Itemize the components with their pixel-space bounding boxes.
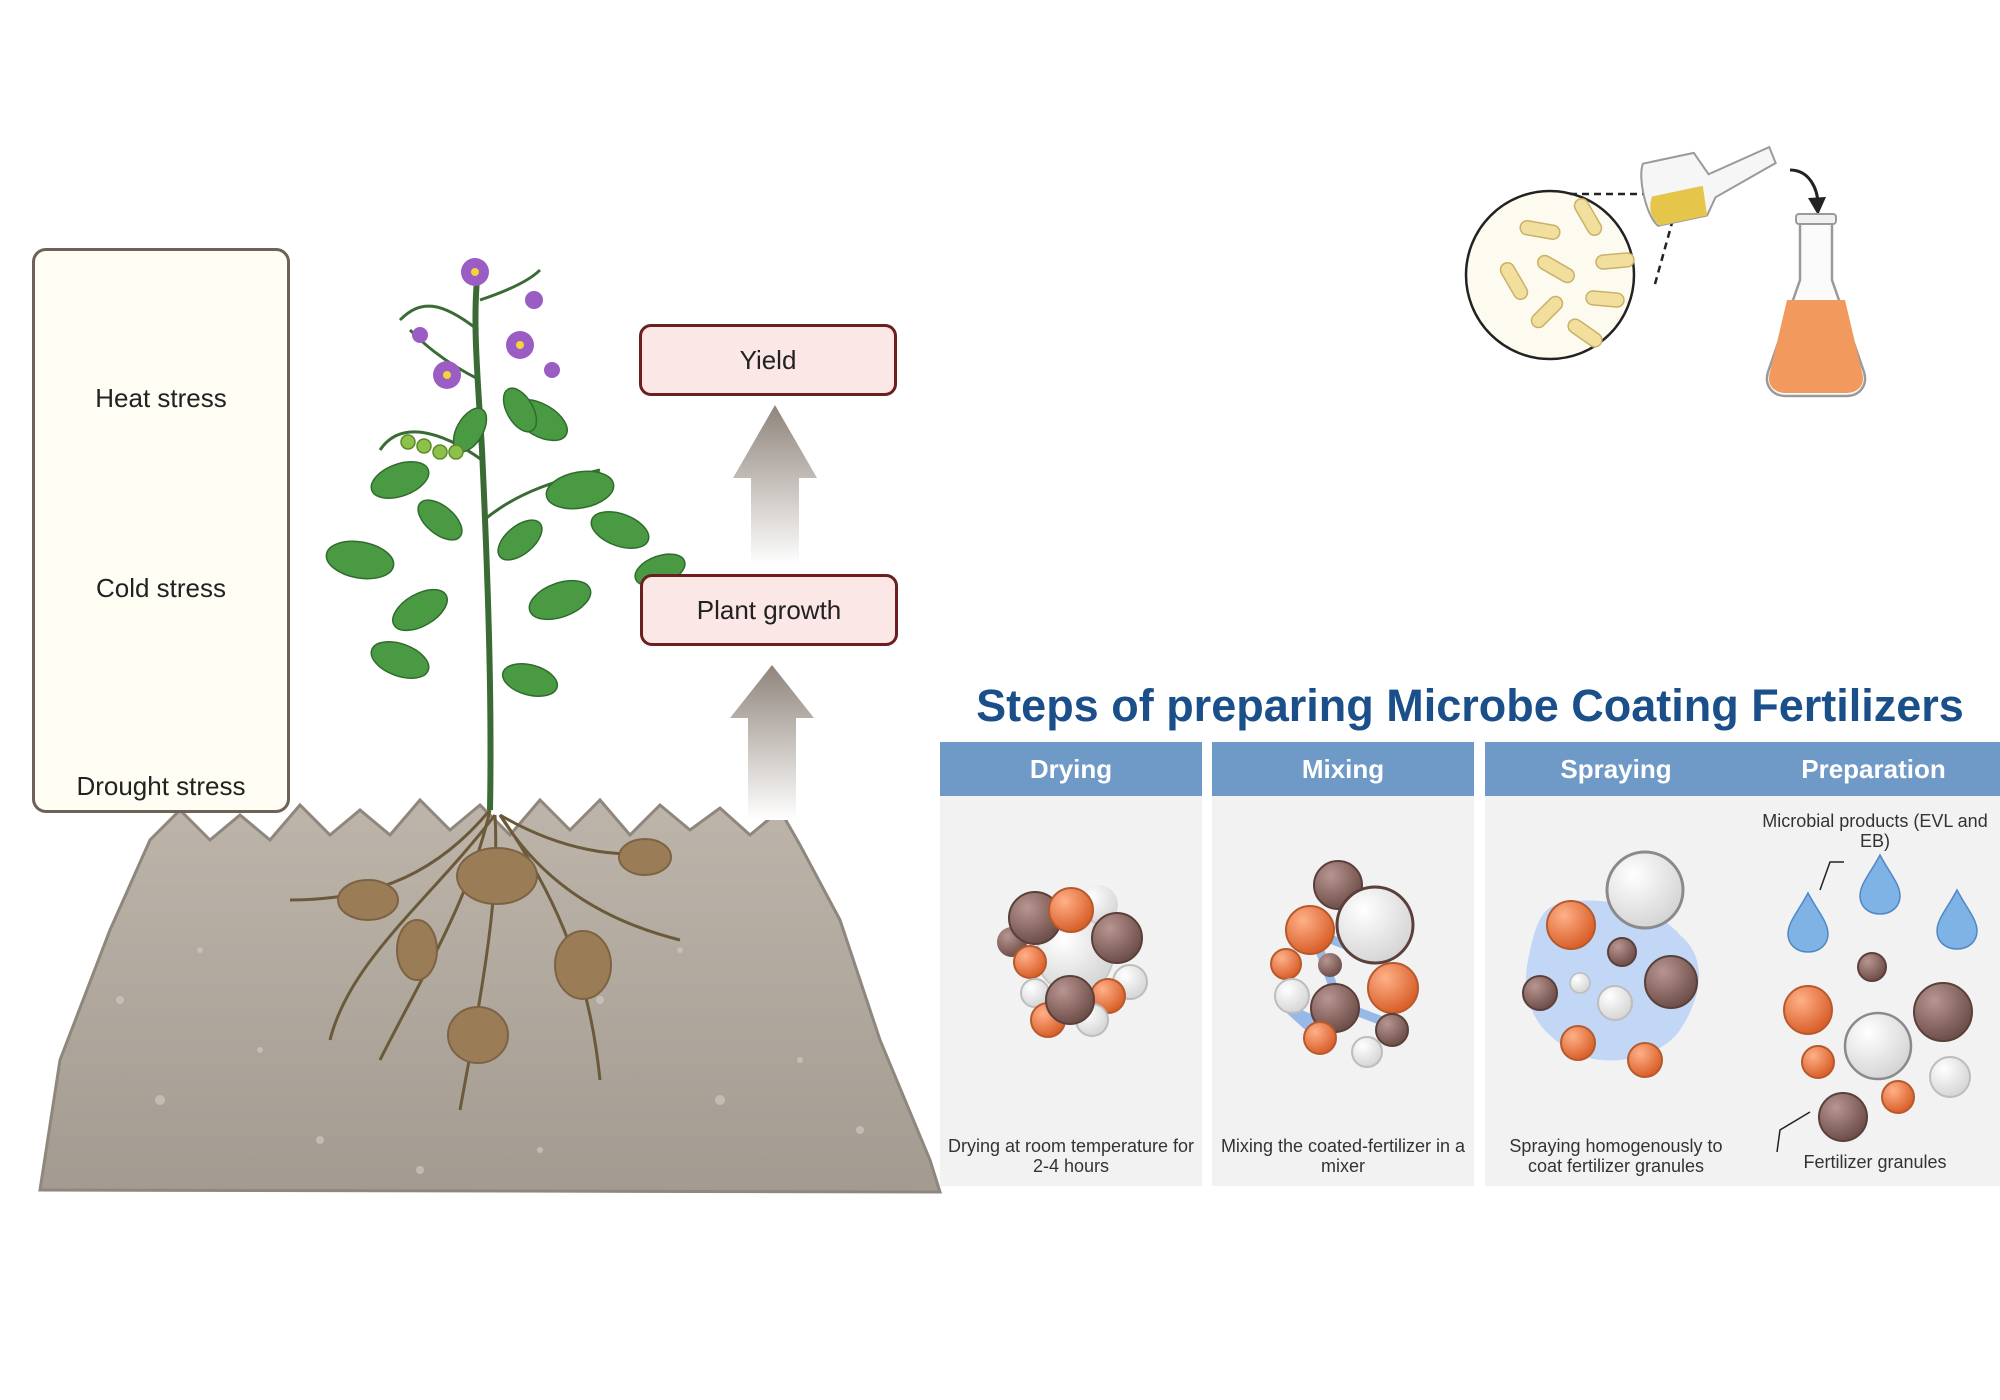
plant-growth-box: Plant growth <box>640 574 898 646</box>
step-preparation: Preparation <box>1747 742 2000 1186</box>
heat-stress-label: Heat stress <box>95 383 227 413</box>
process-title: Steps of preparing Microbe Coating Ferti… <box>976 680 1964 731</box>
green-berries <box>400 434 464 460</box>
step-preparation-header: Preparation <box>1747 742 2000 796</box>
bacteria-culture-dish <box>1464 189 1636 361</box>
step-drying: Drying Drying at room temperature for 2-… <box>940 742 1202 1186</box>
arrow-to-growth <box>730 665 814 820</box>
pouring-flask-icon <box>1640 145 1777 227</box>
drought-stress-label: Drought stress <box>76 771 246 801</box>
yield-box: Yield <box>639 324 897 396</box>
fertilizer-granules-label: Fertilizer granules <box>1803 1152 1947 1172</box>
soil-mound <box>38 797 943 1194</box>
step-spraying: Spraying Spraying homogenously to coat f… <box>1485 742 1747 1186</box>
cold-stress-label: Cold stress <box>95 573 227 603</box>
step-drying-caption: Drying at room temperature for 2-4 hours <box>947 1136 1195 1176</box>
step-drying-header: Drying <box>940 742 1202 796</box>
step-mixing-header: Mixing <box>1212 742 1474 796</box>
stress-panel: Heat stress Cold stress Drought stress <box>32 248 290 813</box>
potato-tubers <box>337 838 672 1064</box>
soil-speckles <box>116 947 864 1174</box>
step-spraying-caption: Spraying homogenously to coat fertilizer… <box>1509 1136 1723 1176</box>
step-mixing: Mixing Mixing the coated-fertilizer in a… <box>1212 742 1474 1186</box>
plant-leaves <box>325 387 686 697</box>
microbial-products-label: Microbial products (EVL and EB) <box>1762 811 1988 851</box>
potato-flowers <box>412 258 560 389</box>
step-spraying-header: Spraying <box>1485 742 1747 796</box>
arrow-to-yield <box>733 405 817 565</box>
step-mixing-caption: Mixing the coated-fertilizer in a mixer <box>1220 1136 1466 1176</box>
erlenmeyer-flask-icon <box>1765 213 1867 398</box>
plant-stem <box>472 269 494 811</box>
